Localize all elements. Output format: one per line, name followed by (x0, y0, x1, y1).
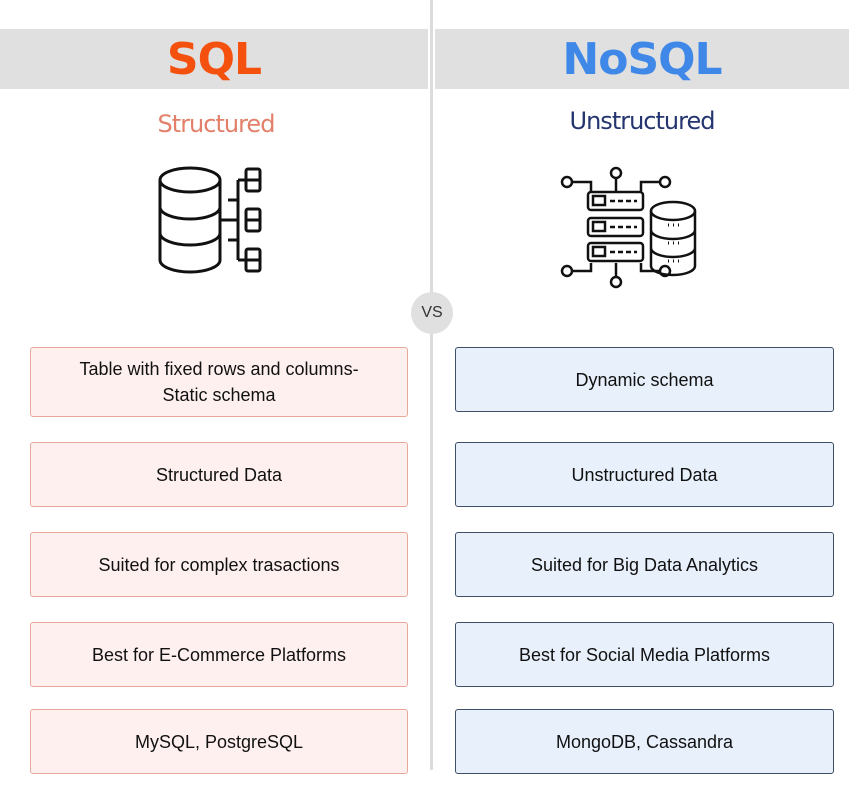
nosql-server-database-icon (560, 166, 697, 289)
sql-header: SQL (0, 29, 428, 89)
nosql-item: Suited for Big Data Analytics (455, 532, 834, 597)
sql-item: Best for E-Commerce Platforms (30, 622, 408, 687)
sql-item: MySQL, PostgreSQL (30, 709, 408, 774)
vs-badge: VS (411, 292, 453, 334)
nosql-subtitle: Unstructured (569, 107, 716, 135)
sql-item: Structured Data (30, 442, 408, 507)
nosql-item: Unstructured Data (455, 442, 834, 507)
relational-database-icon (158, 166, 262, 274)
nosql-header: NoSQL (435, 29, 849, 89)
nosql-item: Best for Social Media Platforms (455, 622, 834, 687)
nosql-item: MongoDB, Cassandra (455, 709, 834, 774)
sql-item: Suited for complex trasactions (30, 532, 408, 597)
nosql-item: Dynamic schema (455, 347, 834, 412)
sql-subtitle: Structured (157, 110, 276, 138)
center-divider (430, 0, 433, 770)
sql-item: Table with fixed rows and columns- Stati… (30, 347, 408, 417)
